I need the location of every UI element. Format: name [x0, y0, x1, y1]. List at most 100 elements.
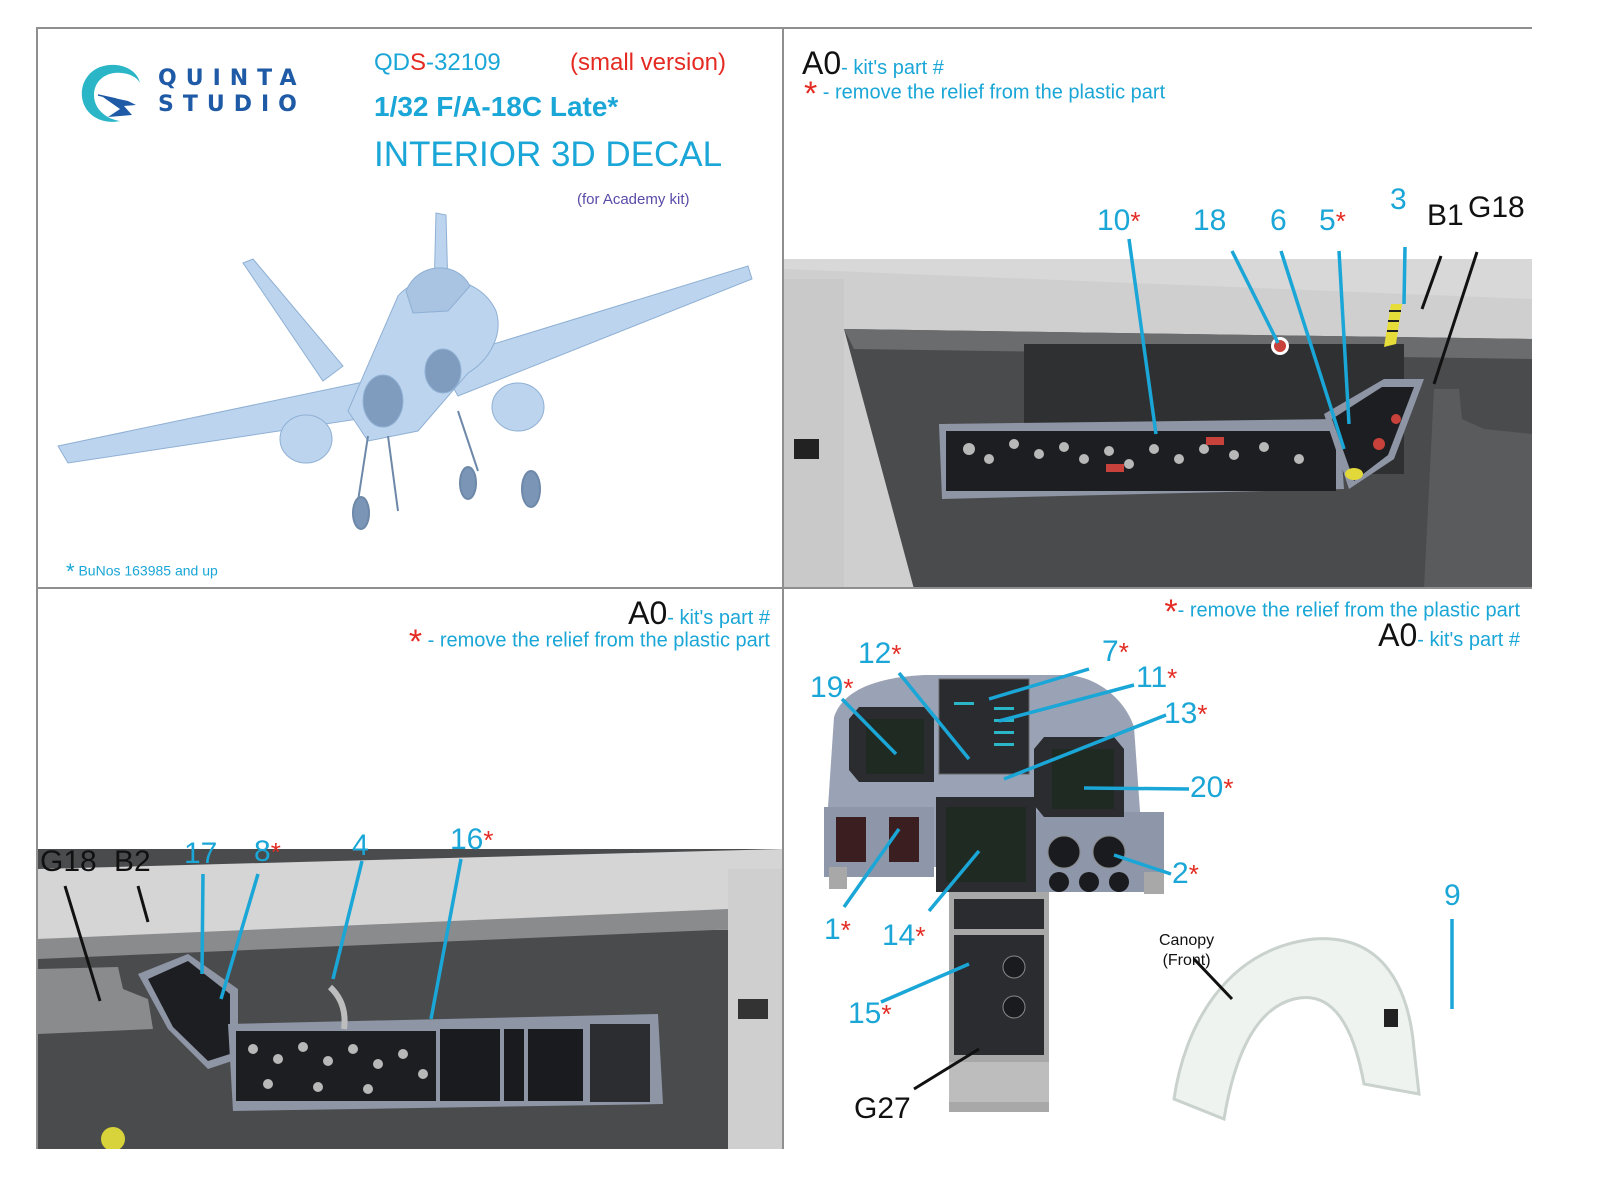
legend-star-desc: - remove the relief from the plastic par…: [817, 81, 1166, 104]
legend-star-icon-br: *: [1164, 593, 1178, 631]
callout-8-num: 8: [254, 835, 271, 868]
callout-19-star: *: [843, 673, 854, 703]
callout-11-num: 11: [1136, 661, 1168, 694]
callout-3: 3: [1390, 185, 1407, 215]
callout-19: 19*: [810, 671, 854, 704]
leader-g18-bl: [63, 885, 102, 1002]
legend-star-icon-bl: *: [408, 623, 423, 661]
callout-11: 11*: [1136, 661, 1178, 694]
footnote-star: *: [66, 559, 75, 584]
callout-14: 14*: [882, 919, 926, 952]
callout-16-num: 16: [450, 823, 484, 856]
callout-16: 16*: [450, 823, 494, 856]
callout-10: 10*: [1097, 206, 1141, 237]
callout-12-star: *: [891, 639, 902, 669]
callout-11-star: *: [1167, 663, 1178, 693]
callout-14-star: *: [915, 921, 926, 951]
legend-part-desc-br: - kit's part #: [1417, 629, 1520, 651]
leader-7: [988, 667, 1090, 701]
callout-13: 13*: [1164, 697, 1208, 730]
main-wheel-right: [521, 470, 541, 508]
part-b1: B1: [1427, 199, 1464, 232]
leader-1: [842, 827, 901, 909]
part-g27: G27: [854, 1092, 911, 1125]
leader-g27: [913, 1047, 980, 1091]
callout-8: 8*: [254, 835, 281, 868]
legend-part-code-bl: A0: [628, 595, 668, 631]
canopy-label: Canopy (Front): [1159, 931, 1214, 971]
leader-16: [429, 858, 463, 1020]
legend-part-br: A0- kit's part #: [1378, 617, 1520, 654]
callout-18-num: 18: [1193, 204, 1227, 237]
callout-7-star: *: [1118, 637, 1129, 667]
leader-17: [200, 873, 205, 975]
product-code-prefix: QD: [374, 49, 410, 76]
legend-part: A0- kit's part #: [802, 45, 944, 82]
left-console-photo: [784, 259, 1532, 587]
callout-17: 17: [184, 839, 217, 869]
product-code: QDS-32109: [374, 49, 501, 77]
callout-19-num: 19: [810, 671, 844, 704]
callout-12: 12*: [858, 637, 902, 670]
yellow-striped-handle: [1384, 304, 1402, 347]
left-fuel-tank: [279, 414, 333, 464]
callout-2-num: 2: [1172, 857, 1189, 890]
callout-12-num: 12: [858, 637, 892, 670]
instrument-panel-leader-lines: [840, 667, 1454, 1091]
model-title: 1/32 F/A-18C Late*: [374, 91, 619, 122]
left-vertical-tail: [242, 258, 344, 382]
callout-15-star: *: [881, 999, 892, 1029]
right-console-panel: A0- kit's part # * - remove the relief f…: [38, 589, 782, 1149]
nose-wheel: [352, 496, 370, 530]
leader-19: [840, 697, 898, 756]
callout-14-num: 14: [882, 919, 916, 952]
legend-star-icon: *: [804, 75, 818, 113]
legend-part-desc: - kit's part #: [841, 57, 944, 79]
callout-4: 4: [352, 831, 369, 861]
callout-20: 20*: [1190, 773, 1234, 804]
leader-15: [880, 962, 970, 1004]
callout-18: 18: [1193, 206, 1226, 236]
horizontal-divider: [36, 587, 1532, 589]
canopy-shape: [1172, 937, 1421, 1122]
callout-9: 9: [1444, 881, 1461, 911]
callout-6: 6: [1270, 206, 1287, 236]
leader-6: [1279, 250, 1346, 450]
legend-star-desc-br: - remove the relief from the plastic par…: [1177, 599, 1520, 622]
leader-3: [1402, 246, 1407, 305]
right-intake: [424, 348, 462, 394]
callout-16-star: *: [483, 825, 494, 855]
legend-part-desc-bl: - kit's part #: [667, 607, 770, 629]
leader-g18: [1432, 251, 1479, 385]
footnote: * BuNos 163985 and up: [66, 559, 218, 585]
title-panel: QUINTA STUDIO QDS-32109 (small version) …: [38, 29, 782, 587]
callout-5: 5*: [1319, 206, 1346, 237]
callout-7-num: 7: [1102, 635, 1119, 668]
canopy-part-9: [1384, 1009, 1398, 1027]
callout-15-num: 15: [848, 997, 882, 1030]
cable-handle: [327, 984, 348, 1030]
callout-17-num: 17: [184, 837, 218, 870]
callout-1: 1*: [824, 915, 851, 946]
part-g18: G18: [1468, 191, 1525, 224]
callout-20-star: *: [1223, 773, 1234, 803]
callout-13-num: 13: [1164, 697, 1198, 730]
ufc: [938, 678, 1030, 775]
left-wing: [57, 380, 379, 464]
legend-star: * - remove the relief from the plastic p…: [804, 75, 1165, 114]
canopy-label-line2: (Front): [1162, 952, 1211, 969]
quinta-studio-logo: QUINTA STUDIO: [76, 59, 316, 129]
part-b2: B2: [114, 845, 151, 878]
right-console-leader-lines: [63, 858, 463, 1020]
leader-13: [1003, 713, 1167, 781]
leader-b1: [1420, 255, 1443, 310]
callout-3-num: 3: [1390, 183, 1407, 216]
kit-note: (for Academy kit): [577, 191, 690, 208]
product-code-s: S: [410, 49, 427, 76]
callout-4-num: 4: [352, 829, 369, 862]
leader-5: [1337, 250, 1351, 425]
callout-6-num: 6: [1270, 204, 1287, 237]
leader-2: [1113, 853, 1172, 876]
left-console-panel: A0- kit's part # * - remove the relief f…: [784, 29, 1532, 587]
leader-canopy: [1192, 957, 1234, 1001]
